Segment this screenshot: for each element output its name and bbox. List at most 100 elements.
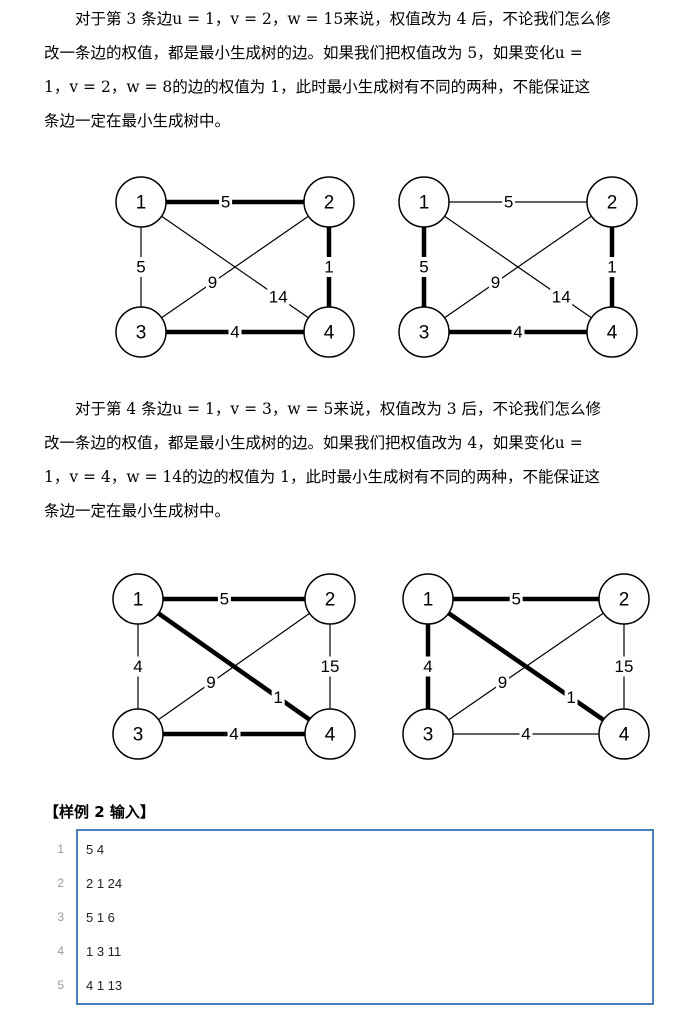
edge-weight-label: 9: [206, 673, 215, 692]
node-1: [402, 573, 454, 625]
edge-weight-label: 4: [133, 657, 142, 676]
node-label: 1: [136, 193, 147, 214]
node-3: [115, 306, 167, 358]
line-number: 1: [57, 842, 64, 856]
node-label: 2: [619, 590, 630, 611]
node-4: [598, 708, 650, 760]
edge-label-bg: [219, 198, 233, 206]
edge-1-4: [426, 597, 626, 736]
edge-label-bg: [322, 257, 336, 277]
node-1: [112, 573, 164, 625]
edge-weight-label: 14: [552, 287, 571, 306]
edge-weight-label: 4: [230, 323, 239, 342]
node-label: 3: [423, 725, 434, 746]
node-label: 1: [419, 193, 430, 214]
para-line: 1，v = 4，w = 14的边的权值为 1，此时最小生成树有不同的两种，不能保…: [44, 468, 600, 486]
edge-label-bg: [227, 730, 241, 738]
edge-weight-label: 1: [324, 258, 333, 277]
para-line: 改一条边的权值，都是最小生成树的边。如果我们把权值改为 5，如果变化u =: [44, 44, 583, 62]
edge-1-4: [140, 201, 330, 333]
sample-heading: 【样例 2 输入】: [44, 803, 155, 821]
node-label: 2: [325, 590, 336, 611]
para-line: 条边一定在最小生成树中。: [44, 112, 231, 130]
line-number: 2: [57, 876, 64, 890]
node-label: 3: [419, 323, 430, 344]
edge-weight-label: 4: [513, 323, 522, 342]
edge-label-bg: [502, 198, 516, 206]
edge-label-bg: [488, 273, 502, 292]
edge-label-bg: [550, 287, 573, 306]
node-3: [112, 708, 164, 760]
para-line: 对于第 3 条边u = 1，v = 2，w = 15来说，权值改为 4 后，不论…: [75, 10, 611, 28]
edge-weight-label: 9: [208, 273, 217, 292]
node-3: [402, 708, 454, 760]
edge-weight-label: 15: [615, 657, 634, 676]
node-2: [303, 176, 355, 228]
code-line: 5 4: [86, 842, 105, 857]
para-line: 改一条边的权值，都是最小生成树的边。如果我们把权值改为 4，如果变化u =: [44, 434, 583, 452]
node-label: 4: [325, 725, 336, 746]
edge-1-4: [423, 201, 613, 333]
node-3: [398, 306, 450, 358]
edge-label-bg: [421, 656, 435, 677]
edge-weight-label: 5: [221, 193, 230, 212]
edge-weight-label: 5: [511, 590, 520, 609]
edge-weight-label: 5: [504, 193, 513, 212]
edge-weight-label: 4: [423, 657, 432, 676]
edge-label-bg: [605, 257, 619, 277]
edge-label-bg: [319, 656, 341, 677]
edge-weight-label: 9: [498, 673, 507, 692]
node-1: [115, 176, 167, 228]
edge-label-bg: [519, 730, 533, 738]
edge-weight-label: 9: [491, 273, 500, 292]
edge-label-bg: [131, 656, 145, 677]
edge-label-bg: [271, 688, 285, 707]
code-line: 1 3 11: [86, 944, 122, 959]
line-number-gutter: 1 2 3 4 5: [44, 829, 76, 1005]
node-label: 2: [324, 193, 335, 214]
edge-label-bg: [511, 328, 525, 336]
edge-weight-label: 1: [607, 258, 616, 277]
node-label: 1: [133, 590, 144, 611]
edge-label-bg: [204, 673, 218, 692]
edge-label-bg: [495, 673, 509, 692]
edge-label-bg: [134, 257, 148, 277]
node-label: 4: [619, 725, 630, 746]
edge-label-bg: [205, 273, 219, 292]
code-line: 4 1 13: [86, 978, 123, 993]
edge-label-bg: [613, 656, 635, 677]
edge-label-bg: [509, 595, 523, 603]
line-number: 5: [57, 978, 64, 992]
edge-weight-label: 5: [136, 258, 145, 277]
node-1: [398, 176, 450, 228]
edge-weight-label: 5: [220, 590, 229, 609]
edge-weight-label: 4: [229, 725, 238, 744]
paragraph-edge-3: 对于第 3 条边u = 1，v = 2，w = 15来说，权值改为 4 后，不论…: [44, 2, 654, 138]
code-box[interactable]: 5 4 2 1 24 5 1 6 1 3 11 4 1 13: [76, 829, 654, 1005]
node-label: 1: [423, 590, 434, 611]
edge-label-bg: [564, 688, 578, 707]
node-label: 4: [607, 323, 618, 344]
edge-1-4: [136, 597, 332, 736]
edge-weight-label: 14: [269, 287, 288, 306]
node-2: [586, 176, 638, 228]
line-number: 4: [57, 944, 64, 958]
node-2: [304, 573, 356, 625]
edge-weight-label: 5: [419, 258, 428, 277]
edge-label-bg: [267, 287, 290, 306]
code-line: 5 1 6: [86, 910, 115, 925]
node-label: 2: [607, 193, 618, 214]
edge-weight-label: 4: [521, 725, 530, 744]
node-label: 3: [136, 323, 147, 344]
node-4: [586, 306, 638, 358]
edge-label-bg: [417, 257, 431, 277]
para-line: 1，v = 2，w = 8的边的权值为 1，此时最小生成树有不同的两种，不能保证…: [44, 78, 591, 96]
node-label: 3: [133, 725, 144, 746]
node-4: [304, 708, 356, 760]
edge-label-bg: [217, 595, 231, 603]
sample-code-block: 1 2 3 4 5 5 4 2 1 24 5 1 6 1 3 11 4 1 13: [44, 829, 654, 1005]
para-line: 对于第 4 条边u = 1，v = 3，w = 5来说，权值改为 3 后，不论我…: [75, 400, 602, 418]
